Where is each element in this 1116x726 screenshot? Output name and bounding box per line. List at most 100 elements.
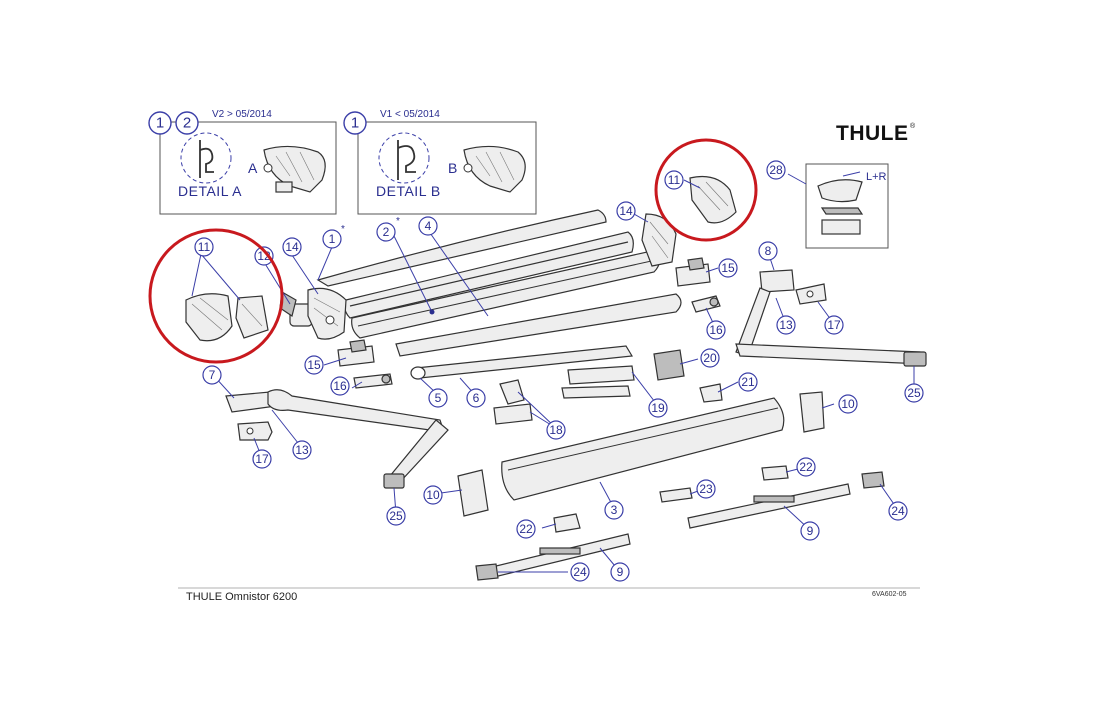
svg-text:14: 14 [285, 240, 299, 254]
kit-28-frame [805, 163, 889, 249]
svg-text:10: 10 [841, 397, 855, 411]
callout-22-right: 22 [796, 457, 816, 477]
svg-text:17: 17 [827, 318, 841, 332]
svg-text:19: 19 [651, 401, 665, 415]
svg-text:24: 24 [573, 565, 587, 579]
wall-rail-9-right [687, 483, 851, 529]
svg-text:3: 3 [611, 503, 618, 517]
end-stop-24-right [861, 471, 885, 489]
detail-a-badge-1: 1 [148, 111, 172, 135]
detail-a-label: DETAIL A [178, 183, 242, 199]
left-winder-12 [279, 291, 313, 327]
left-arm-assembly [225, 389, 449, 489]
callout-21: 21 [738, 372, 758, 392]
svg-text:22: 22 [519, 522, 533, 536]
svg-text:6: 6 [473, 391, 480, 405]
kit-28-block-icon [821, 219, 861, 235]
callout-10-right: 10 [838, 394, 858, 414]
drawing-code: 6VA602-05 [872, 591, 907, 598]
highlight-circle-right [654, 138, 758, 242]
cover-housing-3 [501, 397, 785, 501]
svg-text:9: 9 [807, 524, 814, 538]
callout-24-right: 24 [888, 501, 908, 521]
front-profile-1 [316, 209, 607, 287]
kit-28-panel: L+R [805, 163, 889, 249]
end-cap-10-right [799, 391, 825, 433]
callout-16-right: 16 [706, 320, 726, 340]
callout-13-right: 13 [776, 315, 796, 335]
callout-1-asterisk: * [341, 224, 345, 235]
callout-7: 7 [202, 365, 222, 385]
svg-text:10: 10 [426, 488, 440, 502]
callout-14-left: 14 [282, 237, 302, 257]
callout-4: 4 [418, 216, 438, 236]
callout-8: 8 [758, 241, 778, 261]
callout-11-left: 11 [194, 237, 214, 257]
svg-text:11: 11 [668, 173, 681, 187]
callout-28: 28 [766, 160, 786, 180]
svg-text:7: 7 [209, 368, 216, 382]
svg-text:23: 23 [699, 482, 713, 496]
right-end-cap-11 [689, 175, 737, 224]
callout-3: 3 [604, 500, 624, 520]
svg-text:16: 16 [333, 379, 347, 393]
svg-text:13: 13 [779, 318, 793, 332]
right-arm-bracket-17 [795, 283, 827, 305]
kit-28-strip-icon [820, 207, 864, 215]
svg-text:22: 22 [799, 460, 813, 474]
detail-b-version: V1 < 05/2014 [380, 109, 440, 120]
svg-text:25: 25 [389, 509, 403, 523]
left-arm-bracket-17 [237, 421, 273, 441]
callout-18: 18 [546, 420, 566, 440]
detail-a-version: V2 > 05/2014 [212, 109, 272, 120]
svg-text:28: 28 [769, 163, 783, 177]
callout-5: 5 [428, 388, 448, 408]
svg-text:15: 15 [307, 358, 321, 372]
detail-b-endcap-icon [463, 145, 526, 193]
detail-a-badge-2: 2 [175, 111, 199, 135]
svg-text:8: 8 [765, 244, 772, 258]
callout-13-left: 13 [292, 440, 312, 460]
callout-9-left: 9 [610, 562, 630, 582]
callout-25-left: 25 [386, 506, 406, 526]
callout-17-right: 17 [824, 315, 844, 335]
svg-text:17: 17 [255, 452, 269, 466]
svg-text:21: 21 [741, 375, 755, 389]
left-end-cap-11 [185, 293, 269, 342]
svg-text:1: 1 [156, 115, 164, 132]
callout-2: 2 [376, 222, 396, 242]
svg-text:18: 18 [549, 423, 563, 437]
callout-11-right: 11 [664, 170, 684, 190]
right-pin-16 [691, 295, 721, 313]
detail-a-endcap-icon [263, 145, 326, 193]
svg-text:15: 15 [721, 261, 735, 275]
svg-text:13: 13 [295, 443, 309, 457]
svg-text:25: 25 [907, 386, 921, 400]
callout-19: 19 [648, 398, 668, 418]
svg-text:4: 4 [425, 219, 432, 233]
callout-9-right: 9 [800, 521, 820, 541]
callout-20: 20 [700, 348, 720, 368]
callout-10-left: 10 [423, 485, 443, 505]
svg-text:9: 9 [617, 565, 624, 579]
registered-mark: ® [910, 122, 916, 130]
svg-text:1: 1 [329, 232, 336, 246]
callout-23: 23 [696, 479, 716, 499]
svg-text:2: 2 [383, 225, 390, 239]
detail-b-panel: 1 V1 < 05/2014 DETAIL B B [343, 109, 537, 215]
svg-text:5: 5 [435, 391, 442, 405]
detail-a-profile-icon [180, 132, 232, 184]
callout-16-left: 16 [330, 376, 350, 396]
callout-24-left: 24 [570, 562, 590, 582]
footer-title: THULE Omnistor 6200 [186, 591, 297, 603]
kit-28-note: L+R [866, 171, 887, 183]
callout-1: 1 [322, 229, 342, 249]
svg-text:1: 1 [351, 115, 359, 132]
callout-22-left: 22 [516, 519, 536, 539]
end-stop-24-left [475, 563, 499, 581]
cover-block-20 [653, 349, 685, 381]
roller-tube-2 [344, 231, 661, 339]
rail-bracket-19 [561, 365, 635, 399]
callout-15-right: 15 [718, 258, 738, 278]
